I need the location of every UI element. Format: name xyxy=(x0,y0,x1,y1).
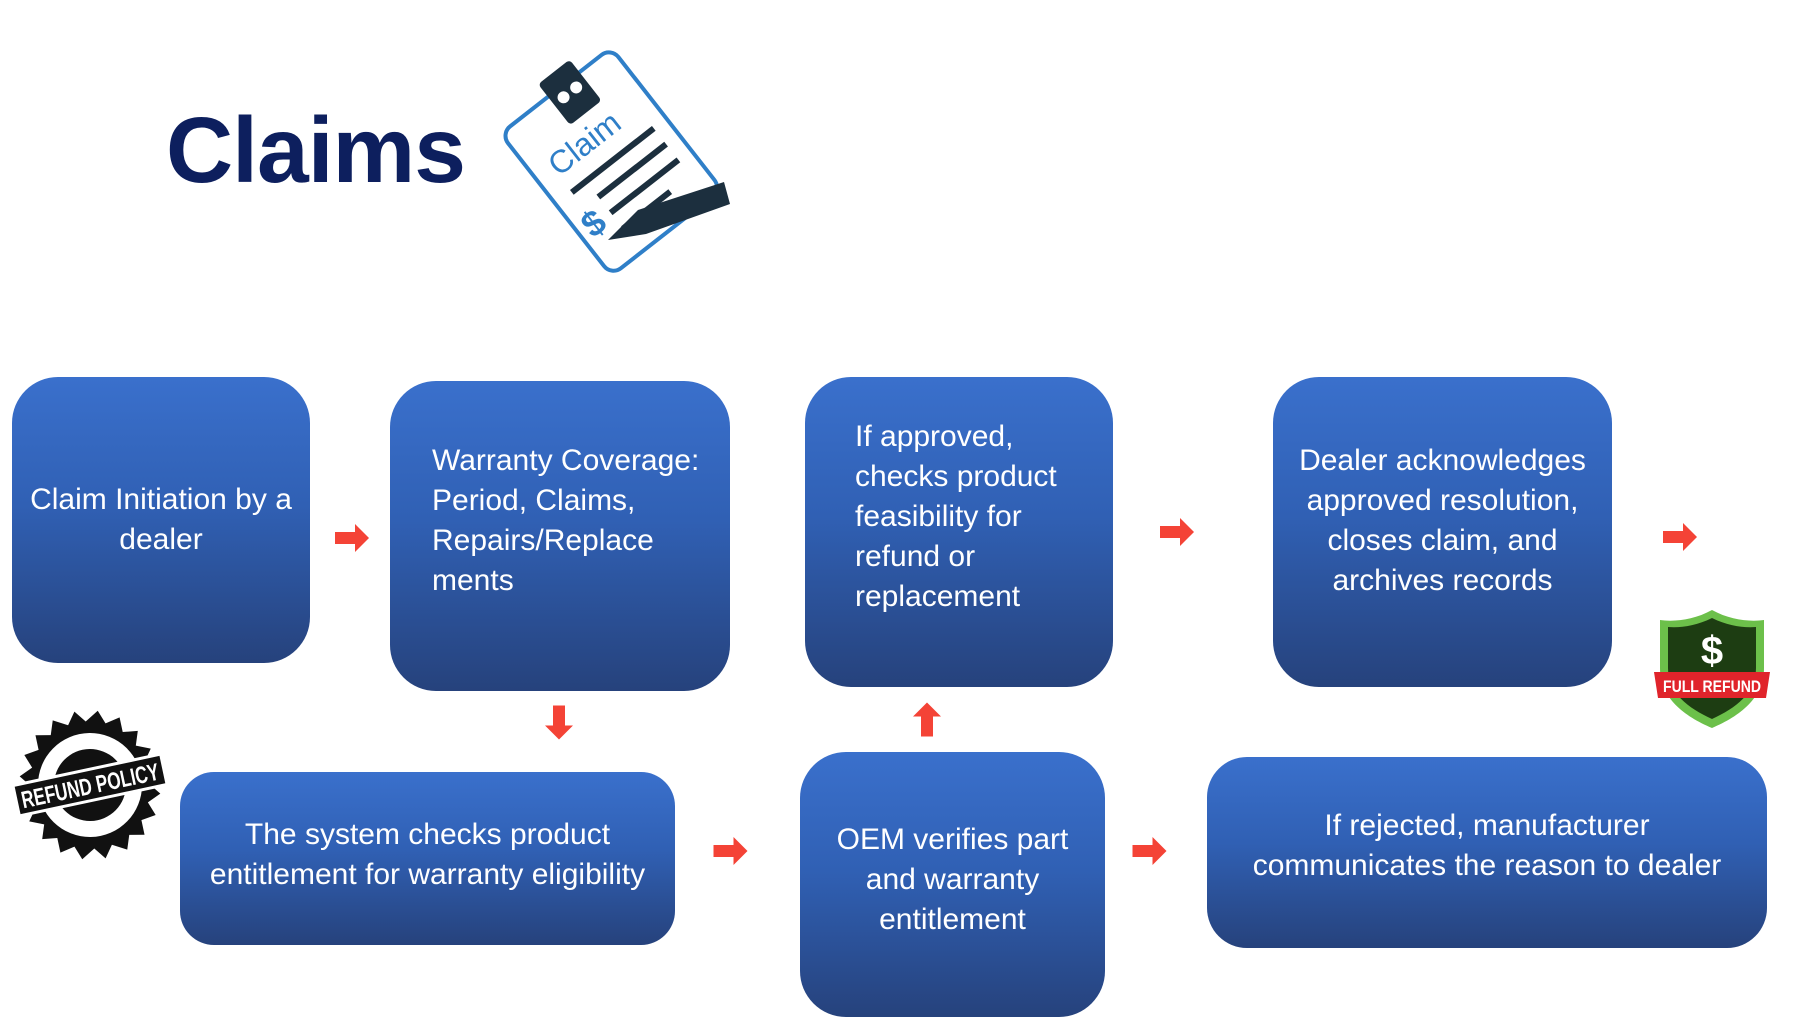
arrow-up-icon xyxy=(913,702,941,737)
step-dealer-acknowledges: Dealer acknowledges approved resolution,… xyxy=(1273,377,1612,687)
step-text: If rejected, manufacturer communicates t… xyxy=(1252,808,1722,882)
arrow-down-icon xyxy=(545,705,573,740)
arrow-right-icon xyxy=(713,837,748,865)
step-if-approved: If approved, checks product feasibility … xyxy=(805,377,1113,687)
arrow-right-icon xyxy=(335,524,369,552)
pen-icon xyxy=(608,182,730,240)
dollar-symbol: $ xyxy=(1701,629,1723,673)
claim-document-icon: Claim $ xyxy=(503,50,730,273)
step-if-rejected: If rejected, manufacturer communicates t… xyxy=(1207,757,1767,948)
step-oem-verifies: OEM verifies part and warranty entitleme… xyxy=(800,752,1105,1017)
step-warranty-coverage: Warranty Coverage: Period, Claims, Repai… xyxy=(390,381,730,691)
refund-policy-stamp-icon: REFUND POLICY xyxy=(13,710,167,860)
full-refund-shield-icon: $ FULL REFUND xyxy=(1654,610,1770,728)
step-claim-initiation: Claim Initiation by a dealer xyxy=(12,377,310,663)
arrow-right-icon xyxy=(1132,837,1167,865)
step-text: Claim Initiation by a dealer xyxy=(30,483,292,556)
step-text: If approved, checks product feasibility … xyxy=(855,420,1057,613)
full-refund-label: FULL REFUND xyxy=(1663,677,1761,696)
step-text: Dealer acknowledges approved resolution,… xyxy=(1299,444,1586,597)
step-text: Warranty Coverage: Period, Claims, Repai… xyxy=(432,444,700,597)
step-text: The system checks product entitlement fo… xyxy=(209,817,646,891)
step-text: OEM verifies part and warranty entitleme… xyxy=(836,822,1069,936)
page-title: Claims xyxy=(166,98,466,202)
arrow-right-icon xyxy=(1160,518,1194,546)
step-system-check: The system checks product entitlement fo… xyxy=(180,772,675,945)
arrow-right-icon xyxy=(1663,523,1697,551)
